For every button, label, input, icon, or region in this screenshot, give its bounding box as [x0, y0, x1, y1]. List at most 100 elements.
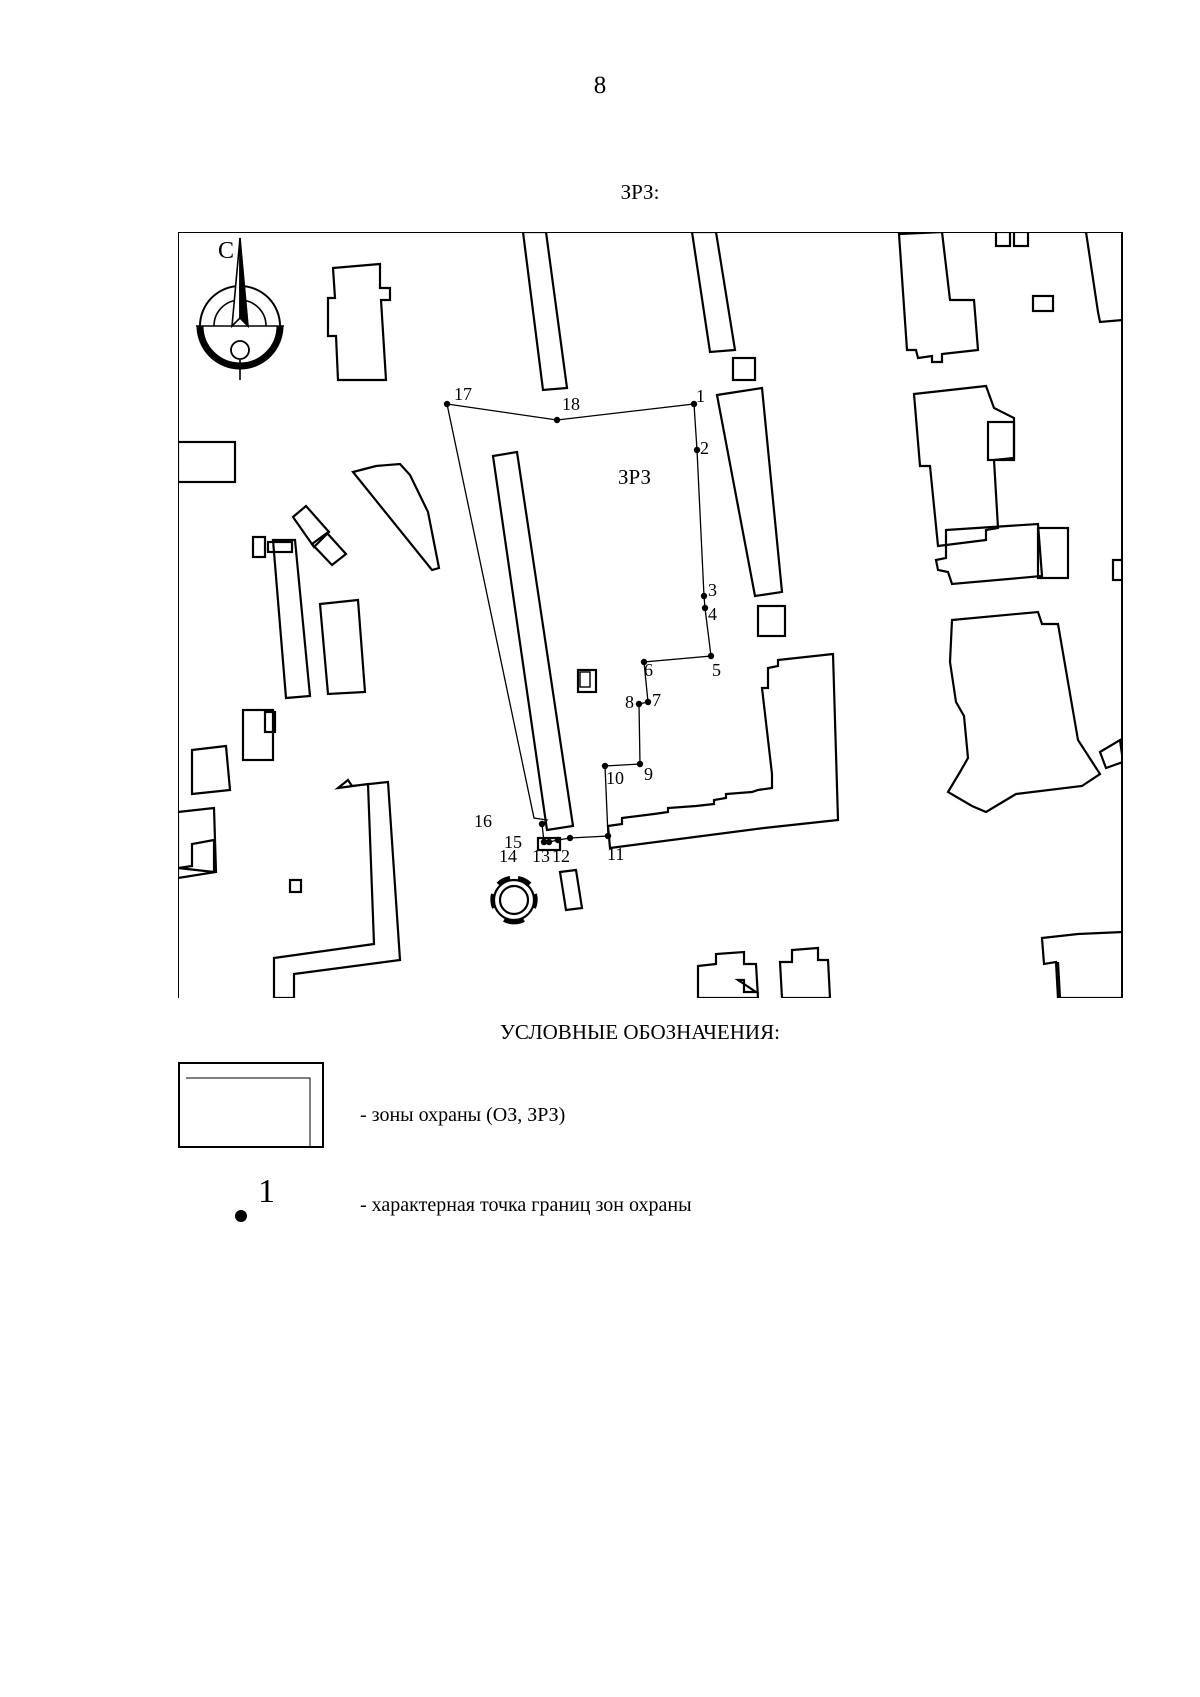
- boundary-point-10: [601, 762, 609, 770]
- building: [734, 978, 760, 994]
- boundary-point-label-4: 4: [708, 604, 717, 624]
- boundary-point-label-15: 15: [504, 832, 522, 852]
- building: [190, 744, 232, 796]
- round-building-ring: [490, 876, 538, 925]
- boundary-point-16: [538, 820, 546, 828]
- boundary-point-18: [553, 416, 561, 424]
- north-label: С: [218, 238, 234, 264]
- boundary-point-label-16: 16: [474, 811, 492, 831]
- building: [271, 538, 312, 700]
- boundary-point-9: [636, 760, 644, 768]
- building: [756, 604, 787, 638]
- building: [558, 868, 584, 912]
- building: [1111, 558, 1123, 582]
- building: [1036, 526, 1070, 580]
- boundary-point-12: [566, 834, 574, 842]
- building: [241, 708, 275, 762]
- building: [1056, 961, 1062, 998]
- round-building: [498, 884, 530, 916]
- legend-row-point: 1 - характерная точка границ зон охраны: [178, 1168, 1078, 1228]
- boundary-point-4: [701, 604, 709, 612]
- boundary-point-3: [700, 592, 708, 600]
- boundary-point-label-12: 12: [552, 846, 570, 866]
- legend-point-text: - характерная точка границ зон охраны: [360, 1194, 692, 1216]
- boundary-point-label-9: 9: [644, 764, 653, 784]
- building: [897, 232, 980, 364]
- legend-heading: УСЛОВНЫЕ ОБОЗНАЧЕНИЯ:: [500, 1020, 780, 1044]
- building: [326, 262, 392, 382]
- building: [491, 450, 575, 832]
- boundary-point-1: [690, 400, 698, 408]
- building: [579, 671, 591, 688]
- building: [318, 598, 367, 696]
- building: [1098, 738, 1123, 770]
- boundary-point-5: [707, 652, 715, 660]
- building: [178, 806, 218, 880]
- boundary-point-2: [693, 446, 701, 454]
- boundary-point-label-13: 13: [532, 846, 550, 866]
- building: [1083, 232, 1123, 324]
- boundary-point-label-1: 1: [696, 386, 705, 406]
- boundary-point-13: [554, 836, 562, 844]
- building: [288, 878, 303, 894]
- building: [521, 232, 569, 392]
- boundary-point-label-6: 6: [644, 660, 653, 680]
- building: [251, 535, 267, 559]
- building: [310, 531, 348, 567]
- boundary-point-label-14: 14: [499, 846, 517, 866]
- building: [606, 652, 840, 850]
- building: [934, 522, 1044, 586]
- building: [1031, 294, 1055, 313]
- building: [291, 504, 331, 549]
- boundary-point-label-10: 10: [606, 768, 624, 788]
- boundary-point-label-7: 7: [652, 690, 661, 710]
- building: [994, 232, 1012, 248]
- boundary-point-label-18: 18: [562, 394, 580, 414]
- legend-zone-text: - зоны охраны (ОЗ, ЗРЗ): [360, 1104, 566, 1126]
- building-footprints: [178, 232, 1123, 998]
- building: [536, 836, 562, 852]
- legend-row-zone: - зоны охраны (ОЗ, ЗРЗ): [178, 1062, 1078, 1148]
- building: [1012, 232, 1030, 248]
- zone-symbol: [178, 1062, 324, 1148]
- building: [266, 540, 294, 554]
- building: [351, 462, 441, 572]
- building: [778, 946, 832, 998]
- map-border: [178, 232, 1123, 998]
- boundary-point-11: [604, 832, 612, 840]
- boundary-points: [443, 400, 715, 846]
- boundary-point-label-11: 11: [607, 844, 624, 864]
- building: [178, 838, 216, 874]
- boundary-point-label-5: 5: [712, 660, 721, 680]
- boundary-point-label-2: 2: [700, 438, 709, 458]
- point-symbol: 1: [235, 1173, 275, 1222]
- building: [576, 668, 598, 694]
- building: [731, 356, 757, 382]
- zone-label: ЗРЗ: [618, 465, 651, 489]
- boundary-point-17: [443, 400, 451, 408]
- boundary-point-6: [640, 658, 648, 666]
- building: [946, 610, 1102, 814]
- building: [178, 440, 237, 484]
- boundary-point-label-8: 8: [625, 692, 634, 712]
- zone-boundary: [446, 403, 712, 843]
- building: [986, 420, 1016, 462]
- map-title: ЗРЗ:: [620, 180, 660, 204]
- building: [715, 386, 784, 598]
- building: [690, 232, 737, 354]
- building: [912, 384, 1016, 548]
- building: [696, 950, 760, 998]
- page-number: 8: [593, 72, 607, 99]
- boundary-point-label-17: 17: [454, 384, 472, 404]
- building: [1040, 930, 1123, 998]
- boundary-point-7: [644, 698, 652, 706]
- boundary-point-15: [540, 838, 548, 846]
- boundary-point-14: [545, 838, 553, 846]
- north-arrow-icon: С: [196, 237, 284, 380]
- boundary-point-8: [635, 700, 643, 708]
- point-symbol-label: 1: [258, 1173, 275, 1210]
- boundary-point-label-3: 3: [708, 580, 717, 600]
